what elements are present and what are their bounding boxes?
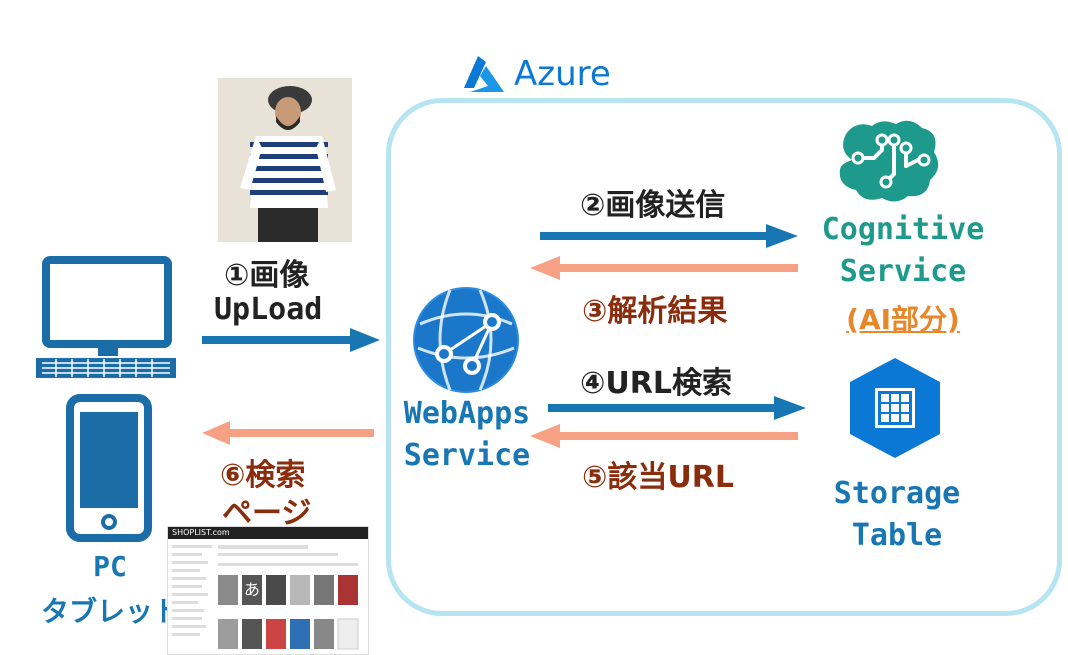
cognitive-label-line1: Cognitive bbox=[821, 212, 985, 247]
step5-label: ⑤該当URL bbox=[582, 460, 734, 495]
arrow-search-page bbox=[202, 421, 374, 445]
storage-label-line1: Storage bbox=[833, 476, 961, 511]
storage-label-line2: Table bbox=[851, 518, 943, 553]
arrow-send-image bbox=[540, 224, 798, 248]
client-label-pc: PC bbox=[93, 550, 127, 583]
step6-label: ⑥検索 bbox=[220, 458, 306, 493]
webapps-globe-icon bbox=[413, 287, 519, 393]
azure-icon bbox=[464, 56, 504, 92]
arrow-upload bbox=[202, 328, 380, 352]
arrow-analysis-result bbox=[530, 256, 798, 280]
smartphone-icon bbox=[66, 394, 152, 542]
step1-label: ①画像 bbox=[224, 258, 310, 293]
search-result-page-thumbnail: SHOPLIST.com あ bbox=[167, 526, 369, 655]
cognitive-label-ai: (AI部分) bbox=[846, 303, 960, 336]
client-label-tablet: タブレット bbox=[40, 595, 181, 628]
arrow-url-search bbox=[548, 396, 806, 420]
site-logo: SHOPLIST.com bbox=[168, 527, 368, 539]
desktop-computer-icon bbox=[36, 256, 176, 378]
step4-label: ④URL検索 bbox=[580, 366, 732, 401]
webapps-label-line1: WebApps bbox=[403, 396, 531, 431]
cognitive-brain-icon bbox=[839, 120, 939, 202]
cognitive-label-line2: Service bbox=[839, 254, 967, 289]
azure-title: Azure bbox=[514, 54, 611, 94]
step1-upload-label: UpLoad bbox=[214, 292, 323, 327]
step6-page-label: ページ bbox=[222, 496, 312, 531]
step3-label: ③解析結果 bbox=[582, 294, 728, 329]
azure-container bbox=[386, 98, 1062, 616]
uploaded-photo bbox=[218, 78, 352, 242]
storage-table-icon bbox=[850, 358, 940, 458]
azure-logo: Azure bbox=[458, 52, 611, 96]
webapps-label-line2: Service bbox=[403, 438, 531, 473]
arrow-matching-url bbox=[530, 424, 798, 448]
keyboard-tile: あ bbox=[242, 575, 262, 605]
step2-label: ②画像送信 bbox=[580, 188, 726, 223]
